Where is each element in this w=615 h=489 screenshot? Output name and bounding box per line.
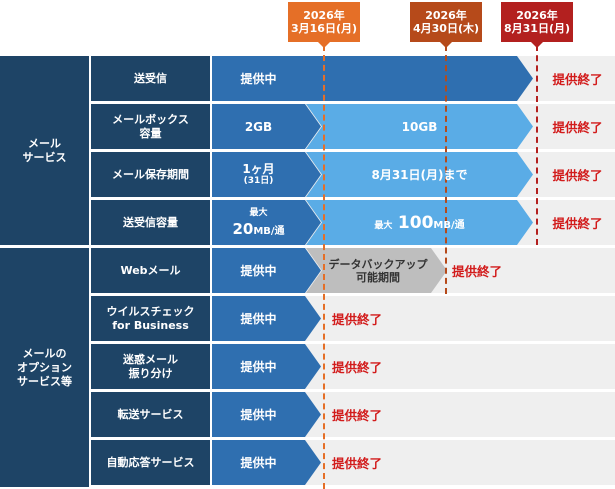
timeline-flag-3-date: 8月31日(月) [503, 22, 571, 35]
transfer-current-prefix: 最大 [249, 207, 268, 218]
arrow-dark [212, 440, 321, 485]
status-ended: 提供終了 [332, 408, 383, 423]
transfer-capacity-new: 最大 100MB/通 [322, 200, 517, 245]
status-ended: 提供終了 [452, 264, 503, 279]
mailbox-capacity-new: 10GB [401, 119, 438, 134]
mailbox-capacity-current: 2GB [244, 119, 273, 134]
category-mail-service: メール サービス [0, 56, 89, 245]
status-ended: 提供終了 [332, 312, 383, 327]
status-provided: 提供中 [240, 71, 277, 86]
category-mail-options: メールの オプション サービス等 [0, 248, 89, 487]
timeline-flag-1: 2026年 3月16日(月) [288, 2, 360, 48]
backup-period-label: データバックアップ 可能期間 [328, 257, 428, 284]
arrow-light [306, 104, 533, 149]
transfer-capacity-current: 最大 20MB/通 [212, 200, 305, 245]
timeline-line-1 [323, 45, 325, 489]
transfer-current-value: 20 [232, 219, 254, 238]
status-ended: 提供終了 [552, 216, 603, 231]
timeline-flag-1-year: 2026年 [303, 9, 345, 22]
status-provided: 提供中 [240, 455, 277, 470]
timeline-flag-2: 2026年 4月30日(木) [410, 2, 482, 48]
arrow-dark [212, 104, 321, 149]
timeline-flag-2-date: 4月30日(木) [412, 22, 480, 35]
transfer-current-unit: MB/通 [253, 225, 285, 237]
status-ended: 提供終了 [332, 456, 383, 471]
arrow-backup [306, 248, 447, 293]
retention-current: 1ヶ月 (31日) [212, 152, 305, 197]
service-webmail: Webメール [91, 248, 210, 293]
timeline-line-2 [445, 45, 447, 294]
status-provided: 提供中 [240, 407, 277, 422]
retention-current-sub: (31日) [243, 176, 274, 186]
service-virus-check: ウイルスチェック for Business [91, 296, 210, 341]
arrow-dark [212, 248, 321, 293]
status-provided: 提供中 [240, 263, 277, 278]
service-mailbox-capacity: メールボックス 容量 [91, 104, 210, 149]
retention-current-main: 1ヶ月 [242, 162, 275, 176]
service-spam-filter: 迷惑メール 振り分け [91, 344, 210, 389]
transfer-new-prefix: 最大 [374, 221, 393, 231]
transfer-new-value: 100 [397, 213, 434, 233]
service-auto-reply: 自動応答サービス [91, 440, 210, 485]
arrow-dark [212, 296, 321, 341]
arrow-light [306, 152, 533, 197]
timeline-flag-2-year: 2026年 [425, 9, 467, 22]
status-ended: 提供終了 [552, 72, 603, 87]
arrow-light [306, 200, 533, 245]
retention-new: 8月31日(月)まで [371, 167, 468, 182]
service-mail-retention: メール保存期間 [91, 152, 210, 197]
service-transfer-capacity: 送受信容量 [91, 200, 210, 245]
arrow-dark [212, 344, 321, 389]
timeline-flag-1-date: 3月16日(月) [290, 22, 358, 35]
service-send-receive: 送受信 [91, 56, 210, 101]
timeline-line-3 [536, 45, 538, 245]
status-ended: 提供終了 [332, 360, 383, 375]
arrow-dark [212, 392, 321, 437]
status-provided: 提供中 [240, 311, 277, 326]
arrow-provided [212, 56, 533, 101]
service-forwarding: 転送サービス [91, 392, 210, 437]
arrow-dark [212, 200, 321, 245]
status-ended: 提供終了 [552, 168, 603, 183]
arrow-dark [212, 152, 321, 197]
status-provided: 提供中 [240, 359, 277, 374]
timeline-flag-3-year: 2026年 [516, 9, 558, 22]
transfer-new-unit: MB/通 [433, 220, 465, 231]
status-ended: 提供終了 [552, 120, 603, 135]
